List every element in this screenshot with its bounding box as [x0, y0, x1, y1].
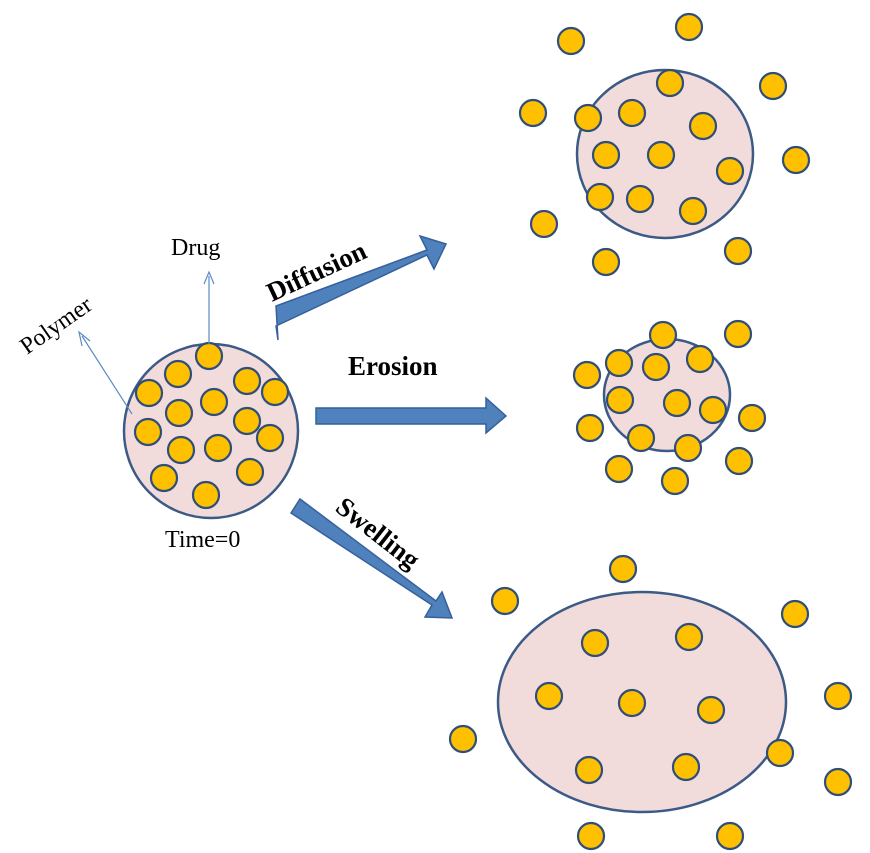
- diffusion-arrow: [275, 234, 448, 341]
- diffusion-drug-particles: [518, 12, 811, 277]
- diffusion-drug-particle: [585, 182, 615, 212]
- erosion-drug-particle: [662, 388, 692, 418]
- erosion-drug-particle: [648, 320, 678, 350]
- diffusion-drug-particle: [591, 247, 621, 277]
- diffusion-drug-particle: [715, 156, 745, 186]
- swelling-drug-particle: [696, 695, 726, 725]
- diffusion-drug-particle: [655, 68, 685, 98]
- erosion-drug-particle: [737, 403, 767, 433]
- diffusion-drug-particle: [556, 26, 586, 56]
- swelling-drug-particle: [617, 688, 647, 718]
- swelling-drug-particle: [765, 738, 795, 768]
- drug-pointer-arrowhead: [203, 270, 215, 285]
- initial-particle: [122, 341, 300, 520]
- initial-drug-particle: [149, 463, 179, 493]
- erosion-drug-particle: [572, 360, 602, 390]
- erosion-drug-particle: [660, 466, 690, 496]
- diffusion-drug-particle: [758, 71, 788, 101]
- diffusion-drug-particle: [646, 140, 676, 170]
- initial-drug-particle: [235, 457, 265, 487]
- drug-label: Drug: [171, 235, 220, 261]
- swelling-drug-particle: [608, 554, 638, 584]
- diffusion-drug-particle: [518, 98, 548, 128]
- erosion-label: Erosion: [348, 351, 438, 381]
- erosion-drug-particle: [575, 413, 605, 443]
- erosion-particle: [572, 319, 767, 496]
- erosion-arrow: [315, 396, 508, 435]
- initial-drug-particle: [255, 423, 285, 453]
- initial-drug-particle: [203, 433, 233, 463]
- diffusion-particle: [518, 12, 811, 277]
- erosion-drug-particle: [685, 344, 715, 374]
- erosion-drug-particle: [698, 395, 728, 425]
- swelling-drug-particle: [671, 752, 701, 782]
- initial-drug-particle: [232, 366, 262, 396]
- erosion-drug-particle: [604, 348, 634, 378]
- initial-drug-particle: [134, 378, 164, 408]
- diffusion-drug-particle: [674, 12, 704, 42]
- diffusion-drug-particle: [723, 236, 753, 266]
- initial-drug-particle: [199, 387, 229, 417]
- erosion-drug-particle: [673, 433, 703, 463]
- swelling-drug-particle: [490, 586, 520, 616]
- initial-drug-particle: [260, 377, 290, 407]
- erosion-drug-particle: [626, 423, 656, 453]
- swelling-drug-particles: [448, 554, 853, 851]
- diffusion-drug-particle: [625, 184, 655, 214]
- diffusion-drug-particle: [591, 140, 621, 170]
- polymer-label: Polymer: [16, 292, 98, 360]
- initial-drug-particles: [133, 341, 290, 510]
- swelling-drug-particle: [780, 599, 810, 629]
- erosion-drug-particle: [724, 446, 754, 476]
- initial-drug-particle: [166, 435, 196, 465]
- initial-drug-particle: [164, 398, 194, 428]
- erosion-drug-particle: [723, 319, 753, 349]
- initial-drug-particle: [194, 341, 224, 371]
- polymer-pointer-line: [81, 335, 133, 415]
- diffusion-drug-particle: [688, 111, 718, 141]
- swelling-arrow: [289, 497, 454, 619]
- swelling-drug-particle: [580, 628, 610, 658]
- erosion-drug-particles: [572, 319, 767, 496]
- erosion-drug-particle: [604, 454, 634, 484]
- initial-drug-particle: [133, 417, 163, 447]
- erosion-drug-particle: [641, 352, 671, 382]
- erosion-drug-particle: [605, 385, 635, 415]
- initial-drug-particle: [191, 480, 221, 510]
- swelling-drug-particle: [534, 681, 564, 711]
- time-label: Time=0: [165, 527, 240, 553]
- swelling-drug-particle: [823, 681, 853, 711]
- swelling-drug-particle: [715, 821, 745, 851]
- swelling-particle: [448, 554, 853, 851]
- initial-drug-particle: [163, 359, 193, 389]
- polymer-pointer-arrowhead: [78, 330, 91, 347]
- initial-drug-particle: [232, 406, 262, 436]
- diffusion-drug-particle: [781, 145, 811, 175]
- swelling-drug-particle: [574, 755, 604, 785]
- swelling-drug-particle: [448, 724, 478, 754]
- swelling-drug-particle: [674, 622, 704, 652]
- swelling-drug-particle: [576, 821, 606, 851]
- diffusion-drug-particle: [617, 98, 647, 128]
- diffusion-drug-particle: [678, 196, 708, 226]
- diffusion-drug-particle: [529, 209, 559, 239]
- diffusion-drug-particle: [573, 103, 603, 133]
- swelling-drug-particle: [823, 767, 853, 797]
